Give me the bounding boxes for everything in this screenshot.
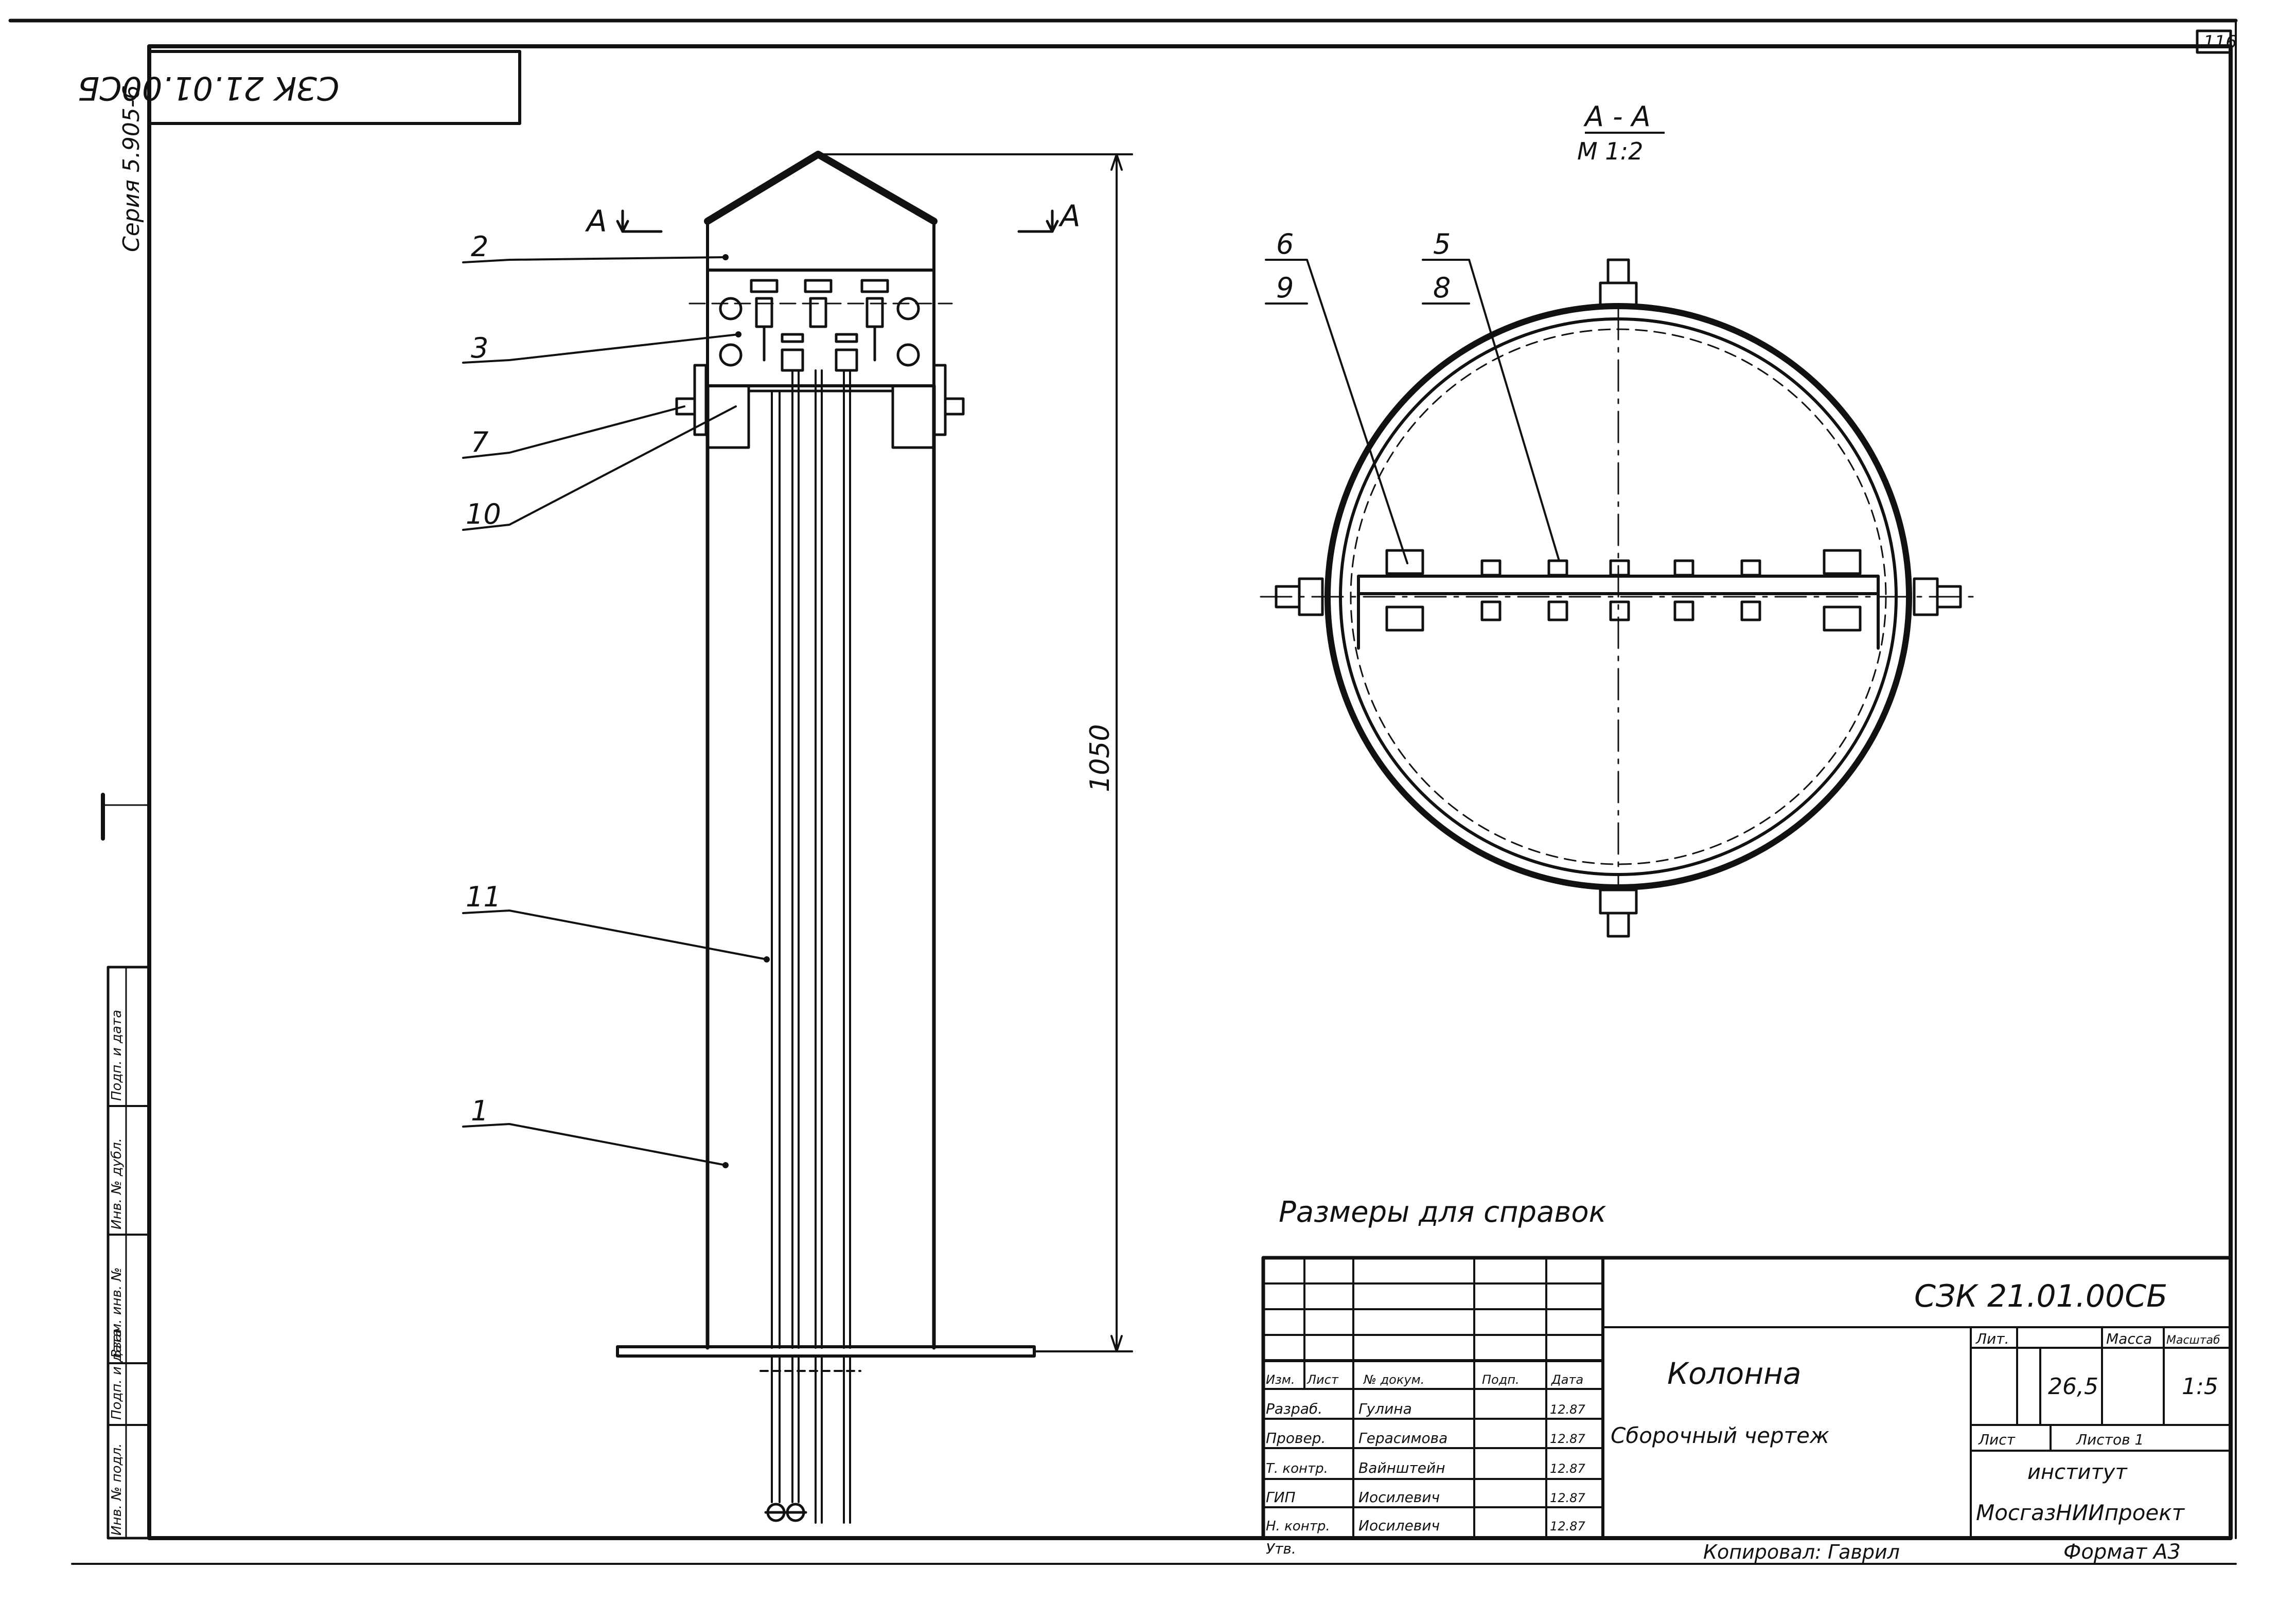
- org-line2: МосгазНИИпроект: [1976, 1500, 2185, 1525]
- doc-type: Сборочный чертеж: [1611, 1423, 1829, 1448]
- section-callouts: 6 9 5 8: [1276, 228, 1451, 304]
- sheet-frame: [8, 19, 2238, 1565]
- callout-10: 10: [466, 498, 501, 530]
- header-sign: Подп.: [1482, 1372, 1520, 1387]
- callout-5: 5: [1433, 228, 1451, 260]
- title-block-headers: Изм. Лист № докум. Подп. Дата: [1266, 1372, 1583, 1387]
- row-role: Провер.: [1266, 1430, 1326, 1447]
- strip-label-5: Подп. и дата: [109, 1010, 125, 1101]
- row-name: Иосилевич: [1358, 1517, 1440, 1534]
- sheet-format: Формат А3: [2063, 1540, 2181, 1564]
- elevation-callouts: 2 3 7 10 11 1: [466, 230, 501, 1127]
- sheets-label: Листов 1: [2076, 1431, 2144, 1448]
- section-mark-left: А: [585, 204, 607, 239]
- row-name: Вайнштейн: [1358, 1459, 1445, 1476]
- section-mark-right: А: [1058, 199, 1081, 234]
- mass-label: Масса: [2106, 1330, 2152, 1347]
- strip-label-2: Подп. и дата: [109, 1329, 125, 1420]
- row-date: 12.87: [1550, 1432, 1585, 1446]
- callout-7: 7: [471, 426, 488, 458]
- callout-9: 9: [1276, 272, 1294, 304]
- callout-2: 2: [471, 230, 488, 263]
- callout-8: 8: [1433, 272, 1451, 304]
- row-date: 12.87: [1550, 1519, 1585, 1533]
- strip-label-1: Инв. № подл.: [109, 1443, 125, 1536]
- column-elevation: [462, 151, 1133, 1524]
- header-date: Дата: [1551, 1372, 1583, 1387]
- header-doc: № докум.: [1363, 1372, 1424, 1387]
- section-scale: М 1:2: [1577, 137, 1643, 165]
- header-izm: Изм.: [1266, 1372, 1295, 1387]
- rotated-code-box: [148, 50, 521, 125]
- row-name: Герасимова: [1358, 1430, 1447, 1447]
- mass-value: 26,5: [2048, 1374, 2098, 1400]
- title-block: [1261, 1256, 2237, 1565]
- height-dimension: 1050: [1085, 724, 1116, 792]
- drawing-name: Колонна: [1667, 1356, 1802, 1391]
- scale-value: 1:5: [2182, 1374, 2218, 1400]
- strip-label-4: Инв. № дубл.: [109, 1138, 125, 1229]
- lit-label: Лит.: [1975, 1330, 2009, 1347]
- strip-label-3: Взам. инв. №: [109, 1267, 125, 1358]
- header-list: Лист: [1306, 1372, 1339, 1387]
- left-stamp-strip: [101, 793, 151, 1540]
- callout-11: 11: [466, 881, 501, 913]
- row-date: 12.87: [1550, 1461, 1585, 1476]
- callout-6: 6: [1276, 228, 1294, 260]
- row-role: Разраб.: [1266, 1400, 1322, 1417]
- scale-label: Масштаб: [2166, 1334, 2220, 1347]
- row-date: 12.87: [1550, 1402, 1585, 1417]
- section-a-a: [1260, 258, 1982, 938]
- sheet-label: Лист: [1978, 1431, 2016, 1448]
- row-role: Н. контр.: [1266, 1519, 1330, 1534]
- page-number: 116: [2203, 32, 2237, 52]
- rotated-designation: СЗК 21.01.00СБ: [78, 69, 340, 107]
- org-line1: институт: [2027, 1460, 2128, 1484]
- signature-rows: Разраб. Гулина 12.87 Провер. Герасимова …: [1266, 1400, 1585, 1534]
- row-date: 12.87: [1550, 1491, 1585, 1505]
- callout-1: 1: [471, 1095, 488, 1127]
- copied-by: Копировал: Гаврил: [1703, 1541, 1900, 1563]
- row-role-approved: Утв.: [1266, 1540, 1296, 1557]
- series-label: Серия 5.905-6: [118, 85, 145, 252]
- callout-3: 3: [471, 332, 488, 364]
- designation: СЗК 21.01.00СБ: [1914, 1278, 2167, 1314]
- section-title: А - А: [1583, 100, 1651, 133]
- reference-note: Размеры для справок: [1279, 1196, 1606, 1229]
- row-role: ГИП: [1266, 1489, 1296, 1506]
- row-name: Гулина: [1358, 1400, 1412, 1417]
- left-strip-labels: Инв. № подл. Подп. и дата Взам. инв. № И…: [109, 1010, 125, 1536]
- row-name: Иосилевич: [1358, 1489, 1440, 1506]
- title-block-right: Лит. Масса Масштаб 26,5 1:5 Лист Листов …: [1975, 1330, 2220, 1525]
- row-role: Т. контр.: [1266, 1461, 1328, 1476]
